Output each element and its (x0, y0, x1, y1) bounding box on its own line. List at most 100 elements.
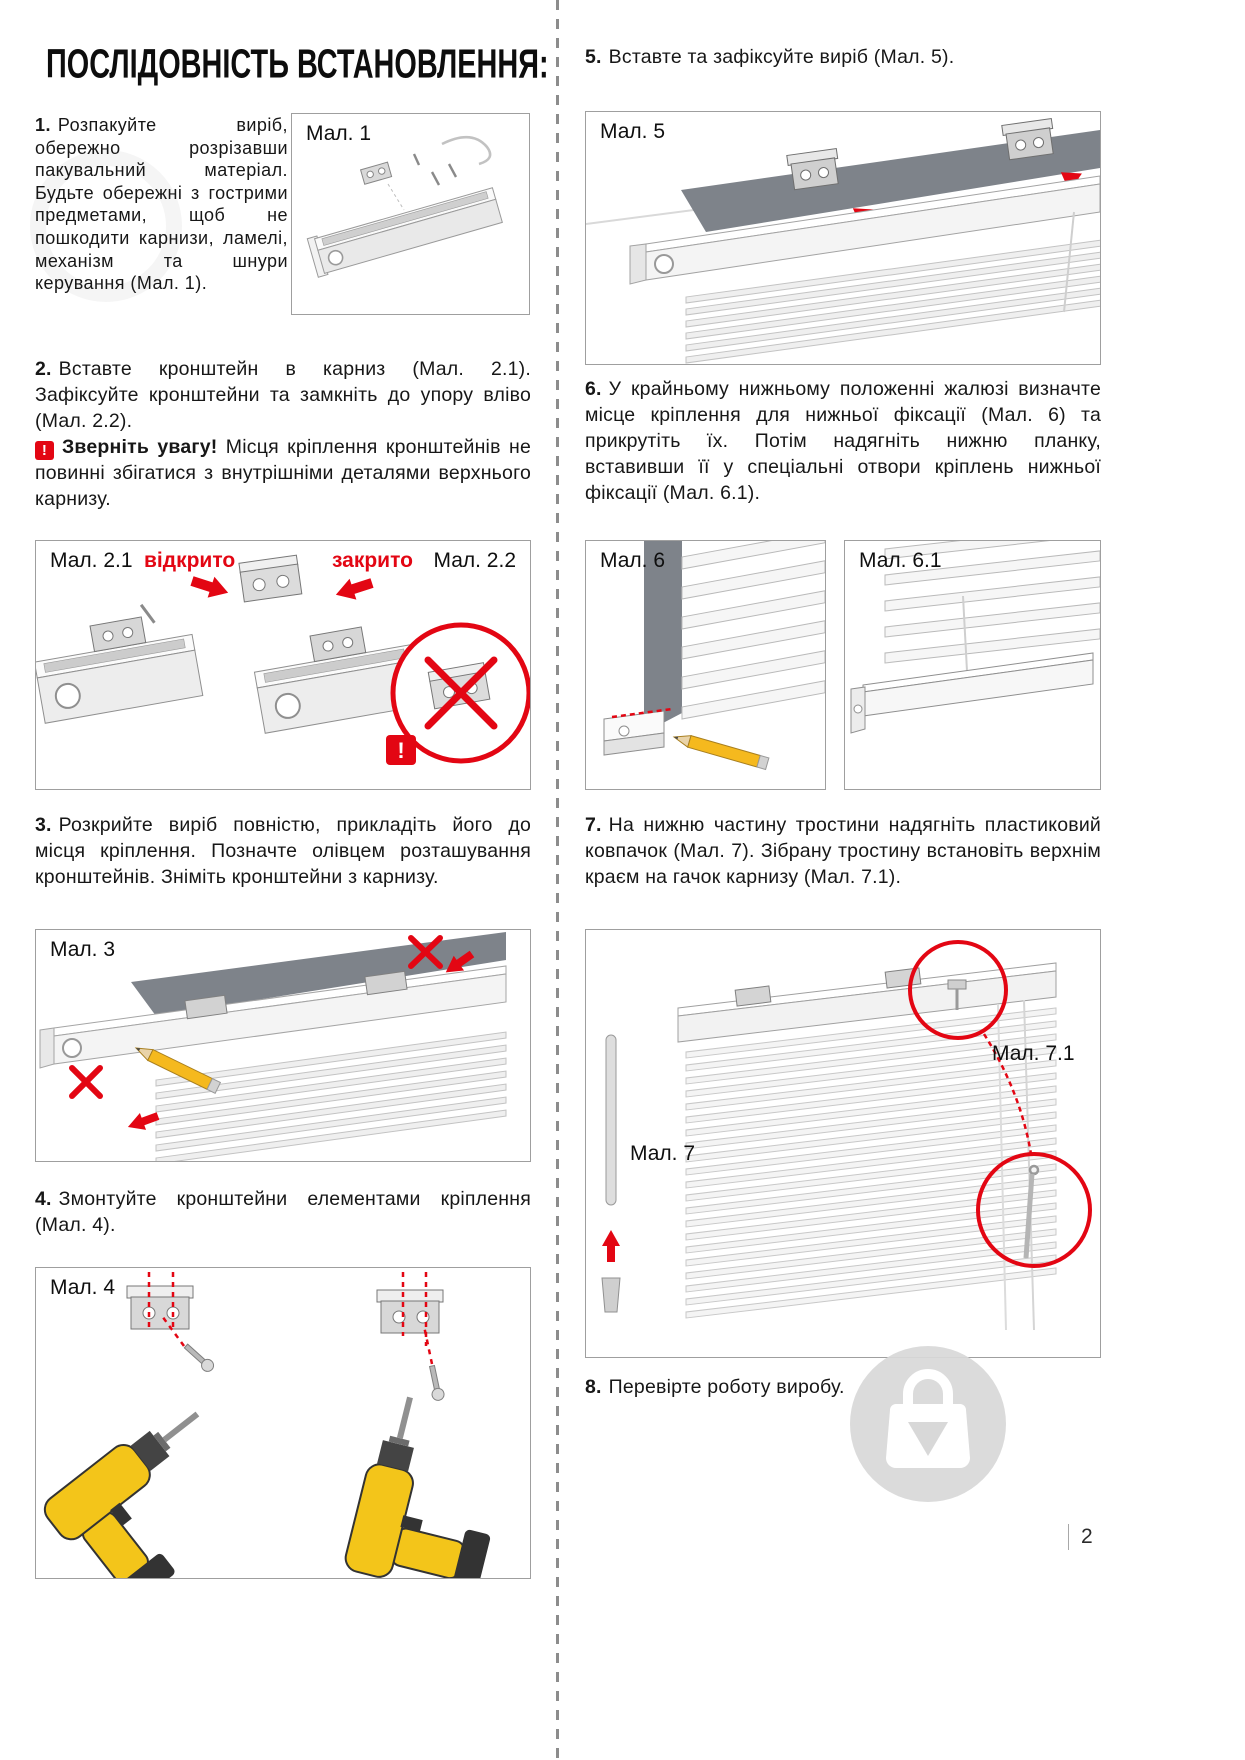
headrail-icon (306, 187, 503, 278)
step-6-text: У крайньому нижньому положенні жалюзі ви… (585, 378, 1101, 504)
screw-icon (428, 1364, 445, 1401)
figure-4-label: Мал. 4 (50, 1276, 116, 1299)
hook-icon (947, 979, 967, 1010)
bracket-icon (786, 117, 1054, 191)
step-1-number: 1. (35, 115, 51, 135)
figure-4-illustration (43, 1272, 491, 1578)
figure-5-illustration (586, 117, 1100, 364)
wand-rod (605, 1034, 617, 1206)
bracket-icon (184, 970, 408, 1020)
red-arrow-icon (445, 950, 475, 973)
warning-square-icon (386, 735, 416, 765)
figure-2-label-left: Мал. 2.1 (50, 549, 133, 572)
figure-6-illustration (603, 541, 825, 771)
figure-6-label: Мал. 6 (600, 549, 666, 572)
figure-6-1-illustration (850, 541, 1100, 734)
step-3-number: 3. (35, 814, 52, 836)
cord-icon (962, 595, 968, 672)
step-8-text: Перевірте роботу виробу. (608, 1376, 845, 1398)
figure-3-label: Мал. 3 (50, 938, 116, 961)
cornice-left-icon (36, 603, 204, 724)
wand-hook-icon (1023, 1164, 1040, 1259)
slats (681, 541, 825, 720)
figure-2-label-right: Мал. 2.2 (433, 549, 516, 572)
bracket-icon (126, 1285, 194, 1330)
step-8: 8. Перевірте роботу виробу. (585, 1374, 1101, 1400)
figure-1-illustration (306, 135, 503, 278)
step-2-note: ! Зверніть увагу! Місця кріплення кронште… (35, 434, 531, 512)
red-cross-icon (69, 935, 443, 1099)
figure-2-label-closed: закрито (332, 549, 413, 572)
red-arrow-icon (602, 1230, 620, 1262)
note-text: Місця кріплення кронштейнів не повинні з… (35, 436, 531, 510)
fixation-clip-icon (850, 686, 866, 734)
figure-1: Мал. 1 (291, 113, 530, 315)
figure-3-illustration (39, 932, 507, 1161)
figure-6-1-label: Мал. 6.1 (859, 549, 942, 572)
step-3-text: Розкрийте виріб повністю, прикладіть йог… (35, 814, 531, 888)
figure-2-illustration: ! (36, 554, 530, 765)
guide-line (387, 183, 405, 211)
drill-icon (43, 1411, 200, 1578)
bottom-fixation-icon (603, 710, 665, 756)
mark-dashed-line (611, 707, 673, 719)
drill-icon (344, 1396, 491, 1578)
figure-7-label: Мал. 7 (630, 1142, 696, 1165)
slats (155, 1031, 507, 1161)
step-5-text: Вставте та зафіксуйте виріб (Мал. 5). (608, 46, 955, 68)
step-3: 3.Розкрийте виріб повністю, прикладіть й… (35, 812, 531, 890)
red-arrow-icon (335, 578, 374, 600)
connector-dashed-line (982, 1033, 1033, 1155)
figure-5-label: Мал. 5 (600, 120, 666, 143)
cord-icon (1063, 211, 1075, 313)
slats (685, 239, 1100, 364)
alignment-dashed-lines (147, 1272, 434, 1365)
step-7: 7.На нижню частину тростини надягніть пл… (585, 812, 1101, 890)
figure-4: Мал. 4 (35, 1267, 531, 1579)
bracket-icon (359, 161, 393, 185)
step-2: 2.Вставте кронштейн в карниз (Мал. 2.1).… (35, 356, 531, 512)
watermark-logo (846, 1342, 1010, 1506)
figure-2: Мал. 2.1 відкрито закрито Мал. 2.2 (35, 540, 531, 790)
highlight-circle (976, 1152, 1092, 1268)
figure-6-1: Мал. 6.1 (844, 540, 1101, 790)
step-2-paragraph: 2.Вставте кронштейн в карниз (Мал. 2.1).… (35, 356, 531, 434)
step-8-number: 8. (585, 1376, 602, 1398)
window-recess (644, 541, 682, 733)
step-2-text: Вставте кронштейн в карниз (Мал. 2.1). З… (35, 358, 531, 432)
bracket-icon (309, 626, 367, 663)
note-title: Зверніть увагу! (62, 436, 218, 458)
warning-icon: ! (35, 441, 54, 460)
figure-7-1-label: Мал. 7.1 (992, 1042, 1075, 1065)
step-7-number: 7. (585, 814, 602, 836)
page-number: 2 (1068, 1524, 1093, 1550)
step-7-text: На нижню частину тростини надягніть плас… (585, 814, 1101, 888)
screw-icon (183, 1343, 215, 1372)
screws-icon (412, 153, 458, 186)
cord-icon (1023, 999, 1035, 1331)
bag-handle (903, 1369, 953, 1406)
step-2-number: 2. (35, 358, 52, 380)
step-4: 4.Змонтуйте кронштейни елементами кріпле… (35, 1186, 531, 1238)
figure-7: Мал. 7 Мал. 7.1 (585, 929, 1101, 1358)
highlight-circle (908, 940, 1008, 1040)
pencil-icon (134, 1047, 222, 1094)
page-title: ПОСЛІДОВНІСТЬ ВСТАНОВЛЕННЯ: (46, 42, 549, 88)
column-divider (556, 0, 559, 1760)
pencil-icon (672, 735, 770, 771)
red-arrow-icon (127, 1112, 160, 1130)
figure-2-label-open: відкрито (144, 549, 236, 572)
step-4-text: Змонтуйте кронштейни елементами кріпленн… (35, 1188, 531, 1236)
figure-6: Мал. 6 (585, 540, 826, 790)
figure-7-illustration (601, 940, 1092, 1331)
cornice-right-icon (253, 626, 424, 734)
step-1: 1.Розпакуйте виріб, обережно розрізавши … (35, 114, 288, 295)
step-6-number: 6. (585, 378, 602, 400)
step-1-text: Розпакуйте виріб, обережно розрізавши па… (35, 115, 288, 294)
prohibited-circle-icon (390, 622, 530, 764)
bottom-rail-icon (862, 659, 1094, 717)
red-arrow-icon (190, 576, 229, 598)
wand-cap-icon (601, 1277, 621, 1313)
step-4-number: 4. (35, 1188, 52, 1210)
